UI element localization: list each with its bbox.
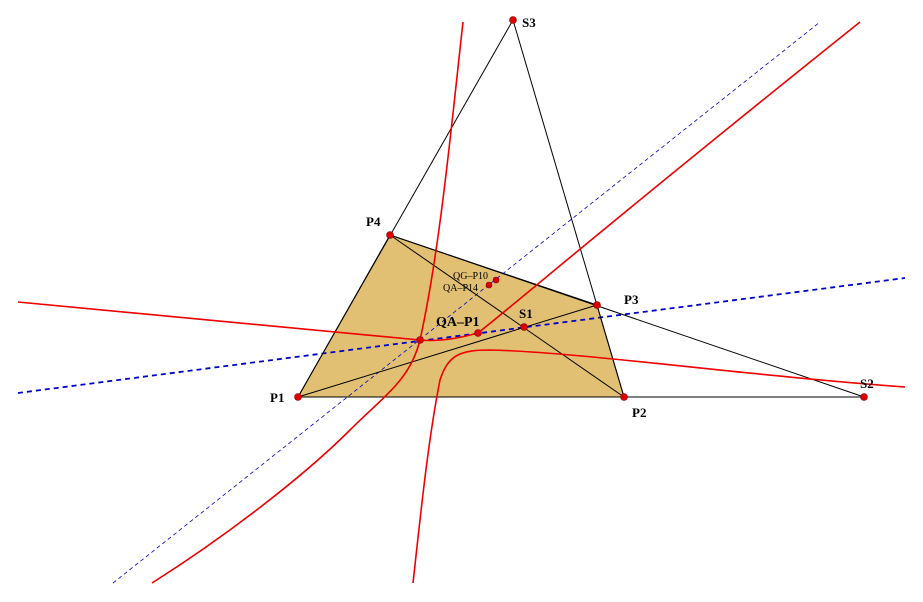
line-p4-s2 [389, 234, 865, 398]
point-s3 [509, 16, 517, 24]
point-qa-p14 [485, 281, 493, 289]
label-p3: P3 [624, 292, 639, 307]
label-qa-p14: QA–P14 [443, 283, 478, 294]
point-markers [294, 16, 868, 401]
red-hyperbola-branch-right [412, 349, 906, 584]
point-p4 [386, 231, 394, 239]
label-s1: S1 [519, 306, 533, 321]
label-p2: P2 [632, 405, 646, 420]
label-qg-p10: QG–P10 [453, 271, 488, 282]
line-s3-p2 [512, 19, 625, 398]
point-p1 [294, 393, 302, 401]
label-qa-p1: QA–P1 [436, 315, 480, 330]
point-p2 [620, 393, 628, 401]
point-qg-p10 [492, 276, 500, 284]
blue-dashed-line-thin [112, 21, 821, 584]
diagonal-p1-p3 [297, 304, 598, 398]
point-qa-p1 [474, 329, 482, 337]
red-line-diagonal-long [477, 21, 861, 334]
diagonal-p4-p2 [389, 234, 625, 398]
point-s2 [860, 393, 868, 401]
red-hyperbola-branch-left [151, 21, 464, 584]
label-p4: P4 [366, 214, 381, 229]
label-p1: P1 [270, 390, 284, 405]
label-s3: S3 [522, 15, 536, 30]
label-s2: S2 [860, 376, 874, 391]
point-p3 [593, 301, 601, 309]
point-s1 [520, 323, 528, 331]
line-s3-p1 [297, 19, 514, 398]
point-red-blue-intersection [416, 336, 424, 344]
